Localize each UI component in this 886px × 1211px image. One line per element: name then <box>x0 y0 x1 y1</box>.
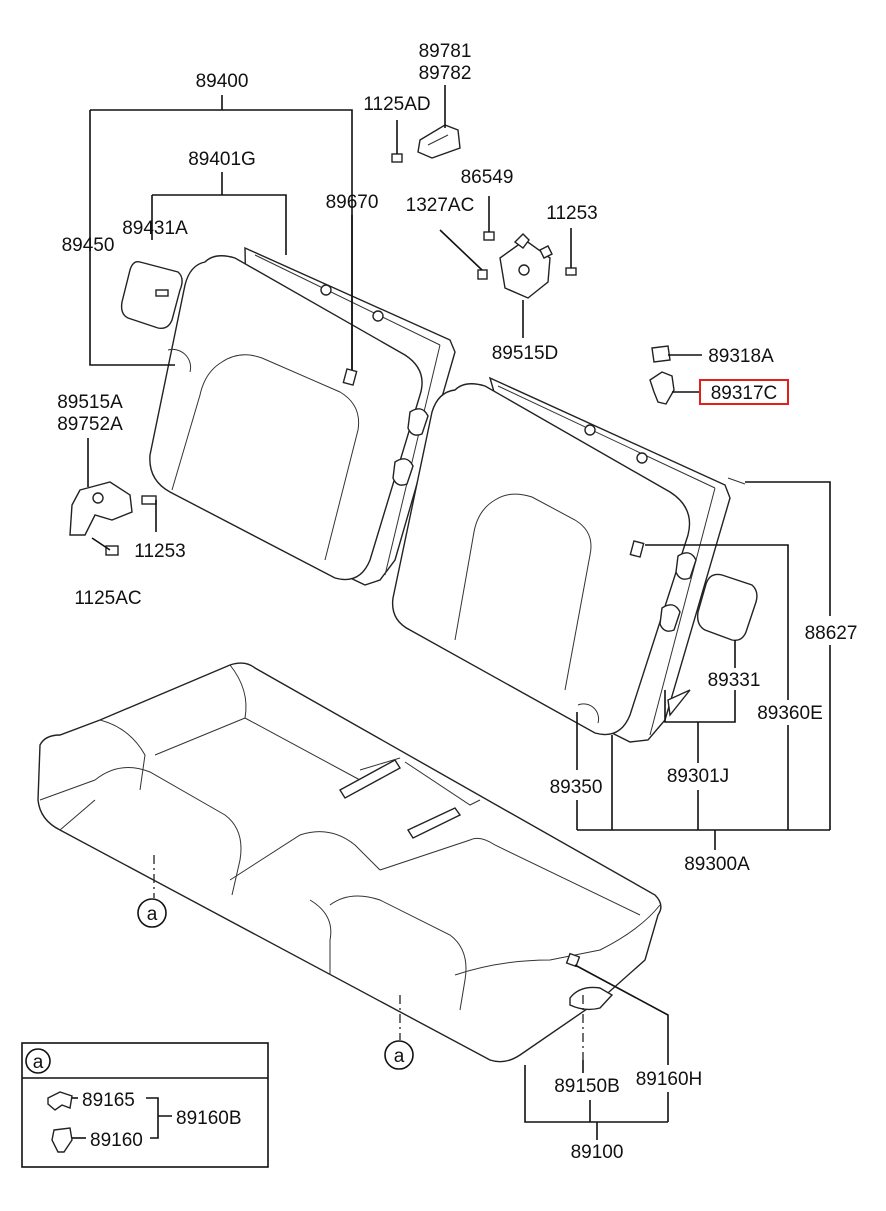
label-89350: 89350 <box>550 777 603 798</box>
label-89360E: 89360E <box>757 703 823 724</box>
label-89670: 89670 <box>326 192 379 213</box>
label-89331: 89331 <box>708 670 761 691</box>
bolt-1125AD <box>391 120 403 163</box>
clip-89317C <box>649 371 675 405</box>
label-11253-top: 11253 <box>546 203 597 224</box>
label-89317C: 89317C <box>711 383 778 404</box>
left-seat-back <box>149 246 456 586</box>
highlight-box-89317C <box>699 379 789 405</box>
label-1327AC: 1327AC <box>406 195 475 216</box>
label-89160B: 89160B <box>176 1108 242 1129</box>
label-11253-left: 11253 <box>134 541 185 562</box>
right-seat-back <box>391 376 731 743</box>
leader-lines <box>87 85 831 1140</box>
latch-cover <box>417 124 461 159</box>
label-89782: 89782 <box>419 63 472 84</box>
label-1125AD: 1125AD <box>363 94 430 115</box>
callout-a-1-label: a <box>147 904 158 925</box>
label-89160: 89160 <box>90 1130 143 1151</box>
seat-cushion <box>37 662 662 1063</box>
label-89431A: 89431A <box>122 218 188 239</box>
label-1125AC: 1125AC <box>74 588 141 609</box>
label-89401G: 89401G <box>188 149 256 170</box>
hinge-89515A <box>69 481 133 536</box>
clip-89318A <box>651 345 671 363</box>
label-89781: 89781 <box>419 41 472 62</box>
label-88627: 88627 <box>805 623 858 644</box>
label-89317C-group: 89317C <box>699 379 789 405</box>
label-89515D: 89515D <box>492 343 559 364</box>
label-89150B: 89150B <box>554 1076 620 1097</box>
callout-a-1: a <box>137 898 167 928</box>
side-bolster-pad-right <box>696 573 758 642</box>
label-89301J: 89301J <box>667 766 729 787</box>
label-89318A: 89318A <box>708 346 774 367</box>
label-89300A: 89300A <box>684 854 750 875</box>
callout-a-2-label: a <box>394 1046 405 1067</box>
callout-a-2: a <box>384 1040 414 1070</box>
part-labels: 89400 89401G 89431A 89450 89670 1125AD 8… <box>57 41 857 1163</box>
label-89450: 89450 <box>62 235 115 256</box>
side-bolster-pad-left <box>120 260 183 330</box>
detail-box-marker: a <box>33 1052 44 1073</box>
clip-89160 <box>51 1127 73 1153</box>
clip-89165 <box>47 1091 73 1111</box>
label-89160H: 89160H <box>636 1069 703 1090</box>
label-89100: 89100 <box>571 1142 624 1163</box>
label-86549: 86549 <box>461 167 514 188</box>
label-89515A: 89515A <box>57 392 123 413</box>
detail-box-a: a 89165 89160 89160B <box>21 1042 269 1168</box>
label-89752A: 89752A <box>57 414 123 435</box>
label-89400: 89400 <box>196 71 249 92</box>
label-89165: 89165 <box>82 1090 135 1111</box>
